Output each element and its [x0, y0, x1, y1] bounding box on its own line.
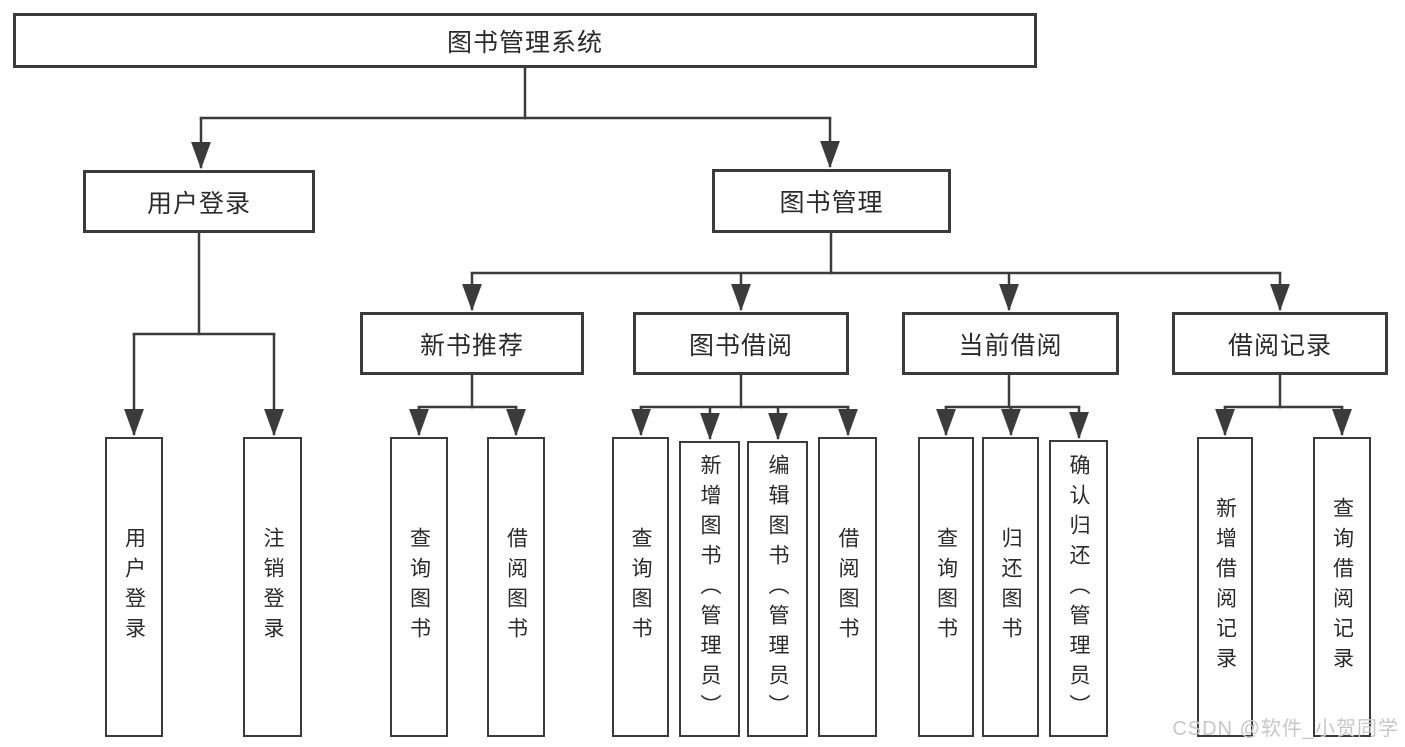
leaf-edit-books-admin: 编辑图书（管理员） [747, 441, 808, 737]
node-library-system: 图书管理系统 [13, 13, 1037, 68]
node-new-book-recommendation: 新书推荐 [360, 312, 584, 375]
leaf-query-books-borrow: 查询图书 [612, 437, 669, 737]
leaf-add-books-admin: 新增图书（管理员） [679, 441, 740, 737]
node-book-borrowing: 图书借阅 [633, 312, 849, 375]
node-user-login: 用户登录 [83, 170, 315, 233]
leaf-query-books-current: 查询图书 [918, 437, 974, 737]
leaf-logout: 注销登录 [243, 437, 302, 737]
node-book-management: 图书管理 [712, 169, 951, 233]
leaf-borrow-books-recommend: 借阅图书 [487, 437, 545, 737]
leaf-return-books: 归还图书 [982, 437, 1039, 737]
leaf-user-login: 用户登录 [105, 437, 163, 737]
node-current-borrowing: 当前借阅 [902, 312, 1119, 375]
watermark-text: CSDN @软件_小贺同学 [1172, 718, 1399, 740]
leaf-query-borrow-record: 查询借阅记录 [1313, 437, 1371, 737]
leaf-query-books-recommend: 查询图书 [390, 437, 448, 737]
node-borrowing-records: 借阅记录 [1172, 312, 1388, 375]
leaf-confirm-return-admin: 确认归还（管理员） [1049, 440, 1108, 737]
leaf-borrow-books: 借阅图书 [818, 437, 877, 737]
leaf-add-borrow-record: 新增借阅记录 [1197, 437, 1253, 737]
